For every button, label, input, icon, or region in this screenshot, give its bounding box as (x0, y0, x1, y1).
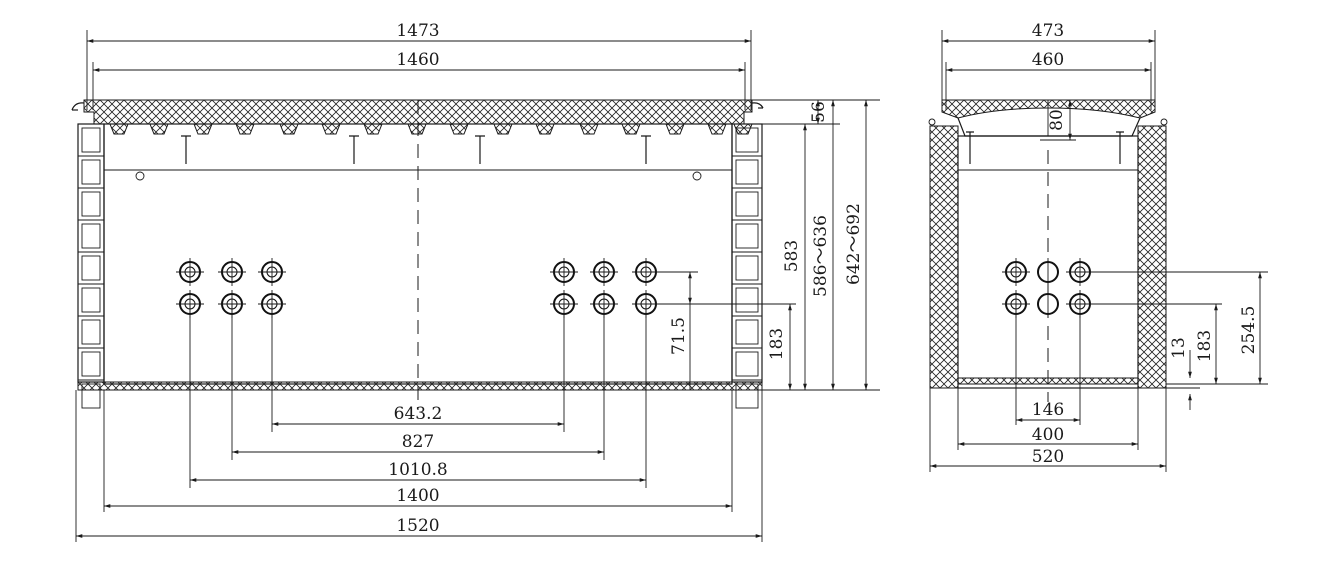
brick (81, 223, 101, 249)
lid-rib (449, 123, 469, 135)
front-base-slab (77, 381, 763, 391)
dim-height-range-1: 586～636 (811, 215, 831, 297)
side-bottom-dimensions (929, 304, 1167, 472)
dim-top-inner-width: 1460 (396, 50, 439, 70)
brick (735, 351, 759, 377)
side-top-dimensions (941, 30, 1156, 110)
brick (81, 319, 101, 345)
dim-outer-width: 1520 (396, 516, 439, 536)
side-right-dimensions (1080, 271, 1268, 410)
dim-top-outer-width: 1473 (396, 21, 439, 41)
dim-middle-hole-span: 827 (402, 432, 434, 452)
side-left-wall (929, 125, 959, 389)
lid-rib (109, 123, 129, 135)
brick (81, 351, 101, 377)
front-top-dimensions (86, 30, 752, 110)
side-dim-base-offset: 13 (1169, 337, 1189, 359)
lid-rib (493, 123, 513, 135)
front-side-walls (77, 123, 763, 409)
dim-lid-thickness: 56 (809, 101, 829, 123)
side-dim-top-outer-width: 473 (1032, 21, 1064, 41)
lid-rib (407, 123, 427, 135)
brick (735, 191, 759, 217)
brick (81, 287, 101, 313)
lid-rib (665, 123, 685, 135)
brick (81, 255, 101, 281)
dim-hole-height: 183 (767, 328, 787, 360)
lid-rib (621, 123, 641, 135)
side-dim-hole-height: 183 (1195, 330, 1215, 362)
pipe-hole (258, 258, 286, 286)
brick (81, 159, 101, 185)
brick (735, 159, 759, 185)
front-lid-ribs (109, 123, 753, 135)
wall (731, 123, 763, 383)
dim-body-height: 583 (782, 240, 802, 272)
brick (735, 287, 759, 313)
side-body (957, 135, 1139, 389)
pipe-hole (1037, 258, 1059, 286)
dim-height-range-2: 642～692 (844, 203, 864, 285)
lid-rib (707, 123, 727, 135)
side-dim-outer-width: 520 (1032, 447, 1064, 467)
lid-rib (279, 123, 299, 135)
lid-rib (363, 123, 383, 135)
front-right-dimensions (648, 99, 880, 391)
side-right-wall (1137, 125, 1167, 389)
pipe-hole (218, 258, 246, 286)
pipe-hole (590, 258, 618, 286)
side-dim-upper-hole-height: 254.5 (1239, 306, 1259, 355)
brick (735, 255, 759, 281)
pipe-hole (1037, 290, 1059, 318)
pipe-hole (550, 258, 578, 286)
side-dim-top-inner-width: 460 (1032, 50, 1064, 70)
front-view: 1473 1460 56 583 586～636 642～692 71.5 18… (71, 21, 880, 542)
lid-rib (579, 123, 599, 135)
brick (735, 127, 759, 153)
dim-hole-row-spacing: 71.5 (669, 317, 689, 355)
brick (81, 127, 101, 153)
side-view: 473 460 80 13 183 254.5 146 400 520 (928, 21, 1268, 472)
dim-outer-hole-span: 1010.8 (388, 460, 447, 480)
lid-rib (193, 123, 213, 135)
pipe-hole (1002, 258, 1030, 286)
lid-rib (535, 123, 555, 135)
side-dim-inner-width: 400 (1032, 425, 1064, 445)
lid-rib (149, 123, 169, 135)
brick (81, 191, 101, 217)
side-dim-hole-spacing: 146 (1032, 400, 1064, 420)
dim-inner-hole-span: 643.2 (394, 404, 443, 424)
brick (735, 319, 759, 345)
lid-rib (235, 123, 255, 135)
brick (735, 223, 759, 249)
pipe-hole (176, 258, 204, 286)
lid-rib (733, 123, 753, 135)
front-bottom-dimensions (75, 304, 763, 542)
dim-inner-width: 1400 (396, 486, 439, 506)
side-dim-lid-depth: 80 (1047, 109, 1067, 131)
lid-rib (321, 123, 341, 135)
